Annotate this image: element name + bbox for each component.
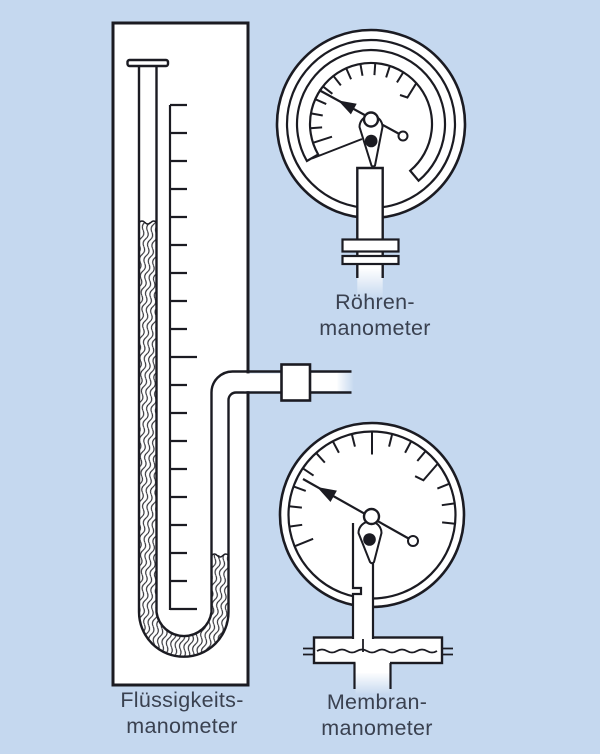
tick-mark [288,505,302,509]
tick-mark [322,85,334,95]
stem-fill [357,168,383,269]
needle-pivot [362,507,381,526]
u-tube-outer-wall [137,66,281,658]
scale-tick-marks [170,103,197,611]
tick-mark [416,450,427,462]
tick-mark [396,71,405,83]
neck-left-edge [351,523,363,639]
tube-top-cap [126,58,170,68]
tick-mark [310,112,323,117]
membrane-dial-ticks [288,431,456,548]
pipe-stub-fade [336,372,354,392]
tick-mark [315,452,326,464]
tick-mark [289,523,303,528]
tick-mark [312,135,333,144]
tube-manometer-label-line2: manometer [319,316,430,340]
link-end-joint [407,535,419,547]
tick-mark [350,433,356,447]
needle-pivot [362,111,380,128]
tick-mark [293,485,307,492]
membrane-gauge [278,421,466,695]
bourdon-dial-ticks [310,63,405,144]
tube-manometer-label-line1: Röhren- [335,290,415,314]
wall-gap [244,373,284,392]
outlet-fade [355,672,390,695]
tick-mark [388,433,394,447]
liquid-manometer [111,21,354,687]
stem-nut-upper [341,238,400,253]
stem-nut-lower [341,254,400,266]
liquid-surface-left [138,220,158,225]
liquid-column [139,222,229,657]
tick-mark [441,502,455,507]
membrane-end-tick [414,462,439,482]
tick-mark [314,98,327,105]
tick-mark [332,75,342,87]
liquid-surface-right [210,553,230,558]
outlet-fill [355,661,390,673]
tick-mark [436,482,450,490]
sector-pin [363,533,376,546]
captions: Flüssigkeits- manometer Röhren- manomete… [120,290,432,740]
needle-arrowhead [317,487,337,502]
tick-mark [373,63,377,76]
bourdon-gauge [275,28,467,299]
tick-mark [442,521,456,525]
u-tube-inner-wall [155,66,281,638]
liquid-manometer-label-line1: Flüssigkeits- [120,688,243,712]
stem-outline [356,166,384,278]
sector-pin [364,134,378,148]
bourdon-end-tick [399,82,418,99]
membrane-manometer-label-line1: Membran- [327,690,427,714]
tick-mark [385,65,391,78]
tick-mark [345,67,352,80]
outlet-lines [353,663,392,689]
needle [318,89,404,137]
pipe-stub-fill [310,372,338,392]
capsule-side-stubs [303,647,453,656]
membrane-diaphragm [316,648,438,654]
tick-mark [310,126,323,130]
bourdon-link-rod [311,138,363,160]
tick-mark [302,467,315,477]
bourdon-tube-arc [295,48,447,183]
pipe-stub-lines [310,370,352,394]
pipe-coupler [280,363,312,402]
tick-mark [294,537,314,548]
liquid-manometer-label-line2: manometer [126,714,237,738]
tick-mark [404,440,413,454]
stem-fade [357,268,383,299]
needle-arrowhead [338,100,357,115]
tick-mark [359,63,364,76]
membrane-manometer-label-line2: manometer [321,716,432,740]
link-end-joint [397,130,409,142]
tick-mark [331,440,340,454]
